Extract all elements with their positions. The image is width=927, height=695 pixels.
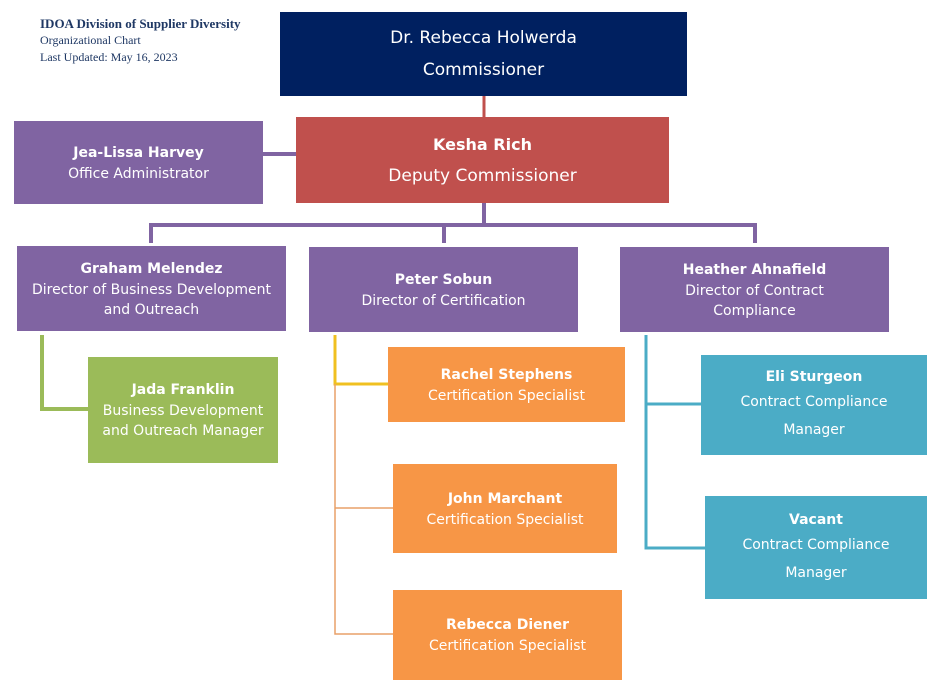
line-directors-bar xyxy=(149,223,757,243)
node-title: Contract Compliance Manager xyxy=(742,536,890,581)
node-title: Business Development and Outreach Manage… xyxy=(102,403,264,439)
node-title: Contract Compliance Manager xyxy=(740,394,888,438)
node-director-business: Graham Melendez Director of Business Dev… xyxy=(17,246,286,331)
node-name: Rebecca Diener xyxy=(446,617,569,633)
node-name: Vacant xyxy=(789,511,843,528)
line-compliance xyxy=(644,335,705,550)
node-compliance-manager-1: Eli Sturgeon Contract Compliance Manager xyxy=(701,355,927,455)
node-cert-specialist-3: Rebecca Diener Certification Specialist xyxy=(393,590,622,680)
node-cert-specialist-1: Rachel Stephens Certification Specialist xyxy=(388,347,625,422)
line-cert-others xyxy=(334,384,393,635)
node-office-administrator: Jea-Lissa Harvey Office Administrator xyxy=(14,121,263,204)
line-cert-rachel xyxy=(333,335,388,386)
last-updated: Last Updated: May 16, 2023 xyxy=(40,50,178,64)
node-name: Graham Melendez xyxy=(80,260,223,277)
node-name: Peter Sobun xyxy=(394,271,493,288)
node-name: John Marchant xyxy=(447,490,563,507)
node-name: Rachel Stephens xyxy=(440,366,573,383)
node-title: Commissioner xyxy=(422,60,545,80)
node-bd-manager: Jada Franklin Business Development and O… xyxy=(88,357,278,463)
node-director-compliance: Heather Ahnafield Director of Contract C… xyxy=(620,247,889,332)
chart-subtitle: Organizational Chart xyxy=(40,33,141,47)
node-cert-specialist-2: John Marchant Certification Specialist xyxy=(393,464,617,553)
node-name: Jada Franklin xyxy=(131,382,235,398)
node-title: Certification Specialist xyxy=(428,638,586,654)
node-name: Kesha Rich xyxy=(433,135,532,154)
node-title: Deputy Commissioner xyxy=(388,166,577,186)
node-compliance-manager-2: Vacant Contract Compliance Manager xyxy=(705,496,927,599)
line-business-manager xyxy=(40,335,88,411)
node-title: Office Administrator xyxy=(68,165,209,182)
node-title: Director of Business Development and Out… xyxy=(31,281,272,318)
division-title: IDOA Division of Supplier Diversity xyxy=(40,16,241,31)
node-name: Jea-Lissa Harvey xyxy=(73,144,204,161)
node-name: Heather Ahnafield xyxy=(682,261,827,278)
chart-header: IDOA Division of Supplier Diversity Orga… xyxy=(40,15,241,66)
node-name: Dr. Rebecca Holwerda xyxy=(390,28,577,48)
node-director-certification: Peter Sobun Director of Certification xyxy=(309,247,578,332)
node-commissioner: Dr. Rebecca Holwerda Commissioner xyxy=(280,12,687,96)
node-deputy-commissioner: Kesha Rich Deputy Commissioner xyxy=(296,117,669,203)
node-title: Director of Contract Compliance xyxy=(685,282,824,319)
node-title: Certification Specialist xyxy=(426,511,584,528)
node-title: Certification Specialist xyxy=(427,387,585,404)
node-title: Director of Certification xyxy=(361,292,526,309)
node-name: Eli Sturgeon xyxy=(765,369,863,385)
